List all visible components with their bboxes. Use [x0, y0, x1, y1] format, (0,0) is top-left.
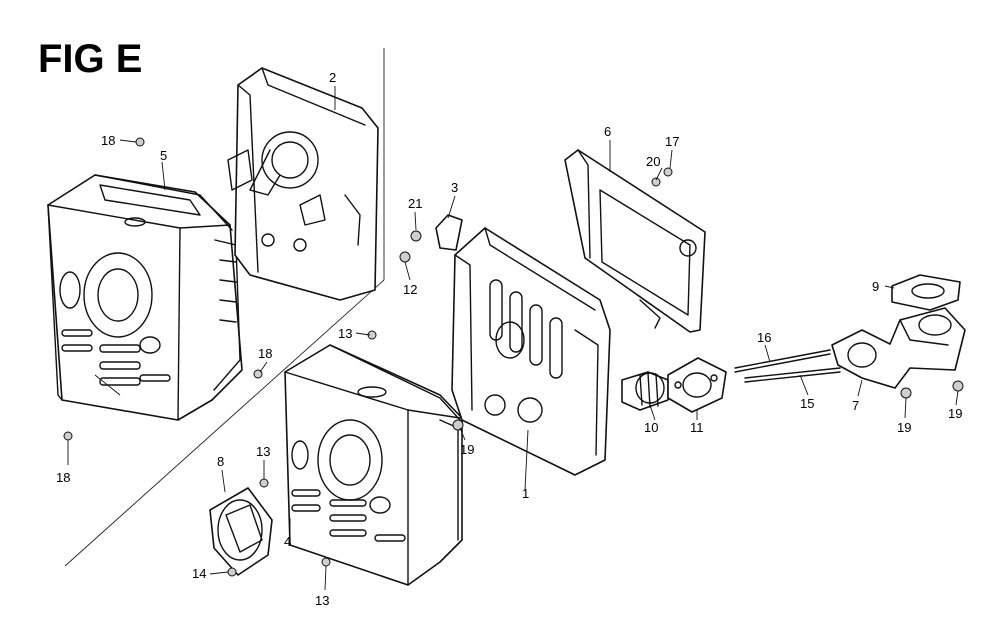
- nut-19-right: [900, 387, 912, 399]
- part-2-muffler-protector: [227, 67, 379, 301]
- callout-8: 8: [217, 454, 224, 469]
- bolt-13-bottom: [321, 557, 331, 567]
- callout-labels: 1 2 3 4 5 6 7 8 9 10 11 12 13 13 13 14 1…: [56, 70, 962, 608]
- part-7-exhaust-pipe: [831, 307, 966, 389]
- nut-21: [410, 230, 422, 242]
- callout-11: 11: [690, 420, 704, 435]
- part-1-muffler: [451, 227, 611, 476]
- callout-21: 21: [408, 196, 422, 211]
- part-5-muffler-protector: [47, 174, 243, 421]
- callout-13-left: 13: [256, 444, 270, 459]
- callout-15: 15: [800, 396, 814, 411]
- callout-18-right: 18: [258, 346, 272, 361]
- nut-12: [399, 251, 411, 263]
- callout-2: 2: [329, 70, 336, 85]
- part-6-shield-bracket: [564, 149, 706, 333]
- callout-20: 20: [646, 154, 660, 169]
- callout-18-bottom: 18: [56, 470, 70, 485]
- callout-18-top: 18: [101, 133, 115, 148]
- nut-19-far: [952, 380, 964, 392]
- figure-title: FIG E: [38, 37, 142, 81]
- callout-19-mid: 19: [460, 442, 474, 457]
- callout-5: 5: [160, 148, 167, 163]
- callout-6: 6: [604, 124, 611, 139]
- bolt-18-bottom: [63, 431, 73, 441]
- section-divider-diagonal: [64, 279, 385, 567]
- leader-lines: [67, 86, 959, 591]
- callout-16: 16: [757, 330, 771, 345]
- washer-20: [651, 177, 661, 187]
- callout-14: 14: [192, 566, 206, 581]
- bolt-13-left: [259, 478, 269, 488]
- callout-12: 12: [403, 282, 417, 297]
- nut-19-mid: [452, 419, 464, 431]
- callout-9: 9: [872, 279, 879, 294]
- part-3-bracket: [435, 214, 463, 251]
- callout-10: 10: [644, 420, 658, 435]
- bolt-17: [663, 167, 673, 177]
- callout-3: 3: [451, 180, 458, 195]
- callout-19-right: 19: [897, 420, 911, 435]
- part-8-exhaust-cover: [209, 487, 273, 576]
- bolt-18-top: [135, 137, 145, 147]
- part-9-gasket: [891, 274, 961, 311]
- part-10-pipe: [621, 371, 669, 411]
- callout-13-top: 13: [338, 326, 352, 341]
- callout-13-bottom: 13: [315, 593, 329, 608]
- callout-7: 7: [852, 398, 859, 413]
- bolt-14: [227, 567, 237, 577]
- part-4-muffler-protector: [284, 344, 463, 586]
- callout-17: 17: [665, 134, 679, 149]
- callout-4: 4: [284, 534, 291, 549]
- callout-1: 1: [522, 486, 529, 501]
- part-11-gasket: [667, 357, 727, 413]
- callout-19-far: 19: [948, 406, 962, 421]
- parts-15-16-studs: [734, 349, 841, 383]
